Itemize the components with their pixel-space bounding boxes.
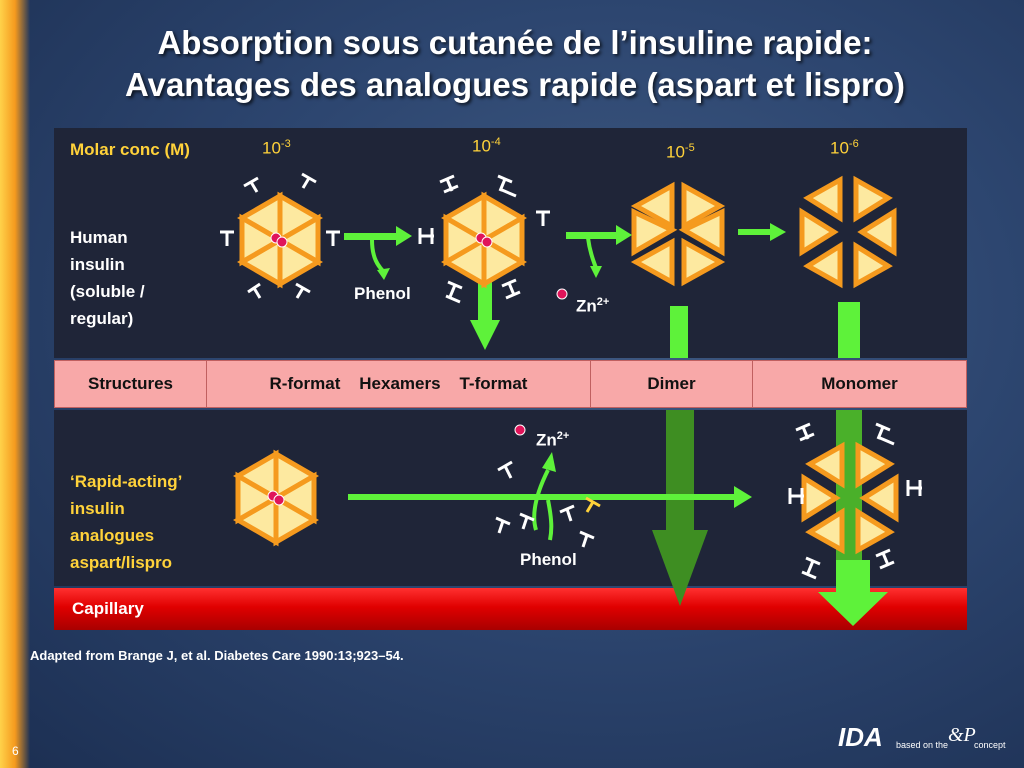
logo-amp: &P [948, 724, 976, 746]
human-insulin-line: regular) [70, 309, 134, 328]
monomer-shape-top [799, 175, 897, 289]
analogue-line: aspart/lispro [70, 553, 173, 572]
conc-base: 10 [666, 142, 685, 162]
conc-exp: -5 [684, 142, 695, 154]
structures-header: Structures [55, 361, 207, 407]
zn-label-bottom: Zn2+ [536, 430, 569, 451]
ida-logo: IDA based on the &P concept [838, 716, 1024, 768]
analogue-line: analogues [70, 526, 155, 545]
human-insulin-line: insulin [70, 255, 125, 274]
dimer-shape [630, 181, 726, 287]
slide-title: Absorption sous cutanée de l’insuline ra… [40, 22, 990, 106]
hexamer-t-format [441, 191, 527, 289]
zn-base: Zn [536, 430, 557, 450]
hexamers-cell: R-format Hexamers T-format [207, 361, 591, 407]
human-insulin-line: Human [70, 228, 128, 247]
human-insulin-line: (soluble / [70, 282, 145, 301]
phenol-marks [220, 172, 922, 580]
conc-base: 10 [262, 138, 281, 158]
conc-base: 10 [830, 138, 849, 158]
dimer-down-arrow [652, 306, 708, 606]
analogue-label: ‘Rapid-acting’ insulin analogues aspart/… [70, 468, 182, 576]
zn-base: Zn [576, 296, 597, 316]
monomer-cell: Monomer [821, 374, 898, 393]
hexamers-label: Hexamers [359, 374, 441, 393]
phenol-mark-highlight [585, 496, 601, 513]
dimer-cell: Dimer [591, 361, 753, 407]
conc-1e-3: 10-3 [262, 138, 291, 159]
capillary-label: Capillary [72, 599, 144, 618]
title-line-1: Absorption sous cutanée de l’insuline ra… [157, 24, 873, 61]
molar-conc-label: Molar conc (M) [70, 140, 190, 159]
hexamer-analogue [233, 449, 319, 547]
hexamer-down-arrow [470, 282, 500, 350]
conc-exp: -4 [490, 136, 501, 148]
reference-footnote: Adapted from Brange J, et al. Diabetes C… [30, 648, 404, 663]
conc-base: 10 [472, 136, 491, 156]
page-number: 6 [12, 744, 19, 758]
zn-exp: 2+ [596, 296, 610, 308]
logo-mark: IDA [838, 722, 883, 752]
conc-exp: -3 [280, 138, 291, 150]
zn-exp: 2+ [556, 430, 570, 442]
hexamer-r-format [237, 191, 323, 289]
analogue-long-arrow [348, 452, 752, 541]
conc-1e-4: 10-4 [472, 136, 501, 157]
analogue-line: insulin [70, 499, 125, 518]
zinc-ion-top [556, 288, 568, 300]
conc-exp: -6 [848, 138, 859, 150]
zn-label-top: Zn2+ [576, 296, 609, 317]
analogue-line: ‘Rapid-acting’ [70, 472, 183, 491]
left-accent-bar [0, 0, 30, 768]
conc-1e-6: 10-6 [830, 138, 859, 159]
arrow-hexamer-to-dimer [566, 225, 632, 278]
conc-1e-5: 10-5 [666, 142, 695, 163]
human-insulin-label: Human insulin (soluble / regular) [70, 224, 145, 332]
t-format-label: T-format [459, 374, 528, 393]
arrow-r-to-t [344, 226, 412, 280]
zinc-ion-bottom [514, 424, 526, 436]
structures-row: Structures R-format Hexamers T-format Di… [54, 360, 967, 408]
arrow-dimer-to-monomer [738, 223, 786, 241]
logo-concept: concept [974, 740, 1006, 750]
monomer-shape-bottom [801, 441, 899, 555]
phenol-label-bottom: Phenol [520, 550, 577, 569]
r-format-label: R-format [269, 374, 341, 393]
title-line-2: Avantages des analogues rapide (aspart e… [124, 66, 905, 103]
phenol-label-top: Phenol [354, 284, 411, 303]
capillary-band: Capillary [54, 588, 967, 630]
logo-based-on: based on the [896, 740, 949, 750]
